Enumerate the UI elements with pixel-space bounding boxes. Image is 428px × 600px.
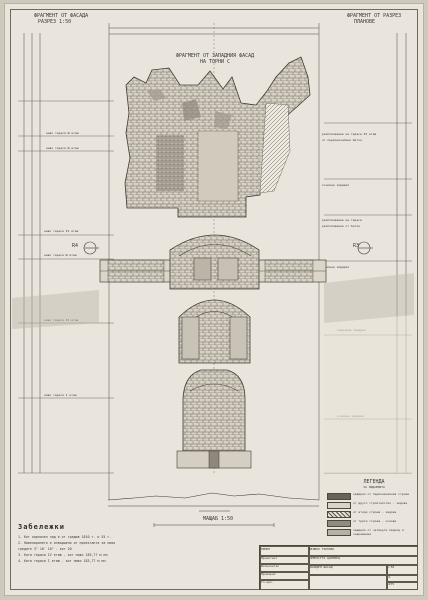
left-label-2: ниво тераса Ш етаж [46, 146, 79, 150]
left-dimension-lines [18, 33, 114, 474]
title-block-project: ВЕЛИКО ТЪРНОВО [308, 546, 418, 557]
top-left-note-line-1: ФРАГМЕНТ ОТ ФАСАДА [34, 13, 89, 19]
left-label-4: ниво тераса Ш етаж [44, 253, 77, 257]
scale-caption: МАЩАБ 1:50 [202, 516, 234, 522]
dome-chamber-3 [176, 369, 252, 469]
drawing-sheet: ФРАГМЕНТ ОТ ФАСАДА РАЗРЕЗ 1:50 ФРАГМЕНТ … [4, 3, 424, 596]
right-label-5: разположение от бетон [322, 224, 360, 228]
left-label-1: ниво тераса Ш етаж [46, 131, 79, 135]
title-block-sheet-no: 11 [386, 574, 418, 583]
title-block: НИПКП ВЕЛИКО ТЪРНОВО КРЕПОСТТА ЦАРЕВЕЦ З… [259, 545, 418, 590]
note-5: 4. Кота тераса I етаж - кот ниво 183,77 … [18, 559, 106, 563]
legend-row: от трети строеж - основи [327, 519, 421, 528]
note-3: гредите 3° 16' 10" - кот 20 [18, 547, 72, 551]
title-block-sheet-name: ЗАПАДЕН ФАСАД [308, 564, 388, 576]
section-markers [83, 241, 373, 255]
note-4: 3. Кота тераса IV етаж - кот ниво 183,77… [18, 553, 108, 557]
legend-row: от друго строителство - зидове [327, 501, 421, 510]
legend-text: от трети строеж - основи [353, 519, 397, 523]
title-block-role: Гл.арх. [260, 579, 310, 590]
left-label-3: ниво тераса IV етаж [44, 229, 79, 233]
left-label-6: ниво тераса I етаж [44, 393, 77, 397]
legend-swatch [327, 511, 351, 518]
legend-swatch [327, 493, 351, 500]
legend-text: зидария от първоначалния строеж [353, 492, 409, 496]
ground-profile [107, 492, 320, 512]
title-block-org: НИПКП [260, 546, 310, 557]
marker-r3: R3 [353, 243, 360, 249]
right-label-4: разположение на тераса [322, 218, 362, 222]
dome-chamber-2 [178, 299, 251, 364]
title-block-role: Изпълнител [260, 563, 310, 573]
legend-row: зидария от първоначалния строеж [327, 492, 421, 501]
legend-swatch [327, 529, 351, 536]
legend-row: зидария от четвърти период и съвременни [327, 528, 421, 537]
title-block-role: Проверил [260, 571, 310, 581]
legend-title-line-1: ЛЕГЕНДА [363, 479, 385, 485]
ruin-upper [124, 56, 311, 218]
drawing-title-line-2: НА ТОРНИ С [199, 59, 231, 65]
note-1: 1. Кот кирпичен зид е от градеж 1810 г. … [18, 535, 112, 539]
legend-title-line-2: ЗА ЗИДАРИЯТА [363, 485, 385, 489]
right-label-6: основна зидария [322, 265, 350, 269]
legend-text: от друго строителство - зидове [353, 501, 408, 505]
legend-text: от втори строеж - зидове [353, 510, 397, 514]
top-right-note-line-1: ФРАГМЕНТ ОТ РАЗРЕЗ [347, 13, 402, 19]
right-label-1: разположение на тераса IV етаж [322, 132, 377, 136]
marker-r4: R4 [72, 243, 79, 249]
title-block-role: Проектант [260, 555, 310, 565]
title-block-year: 1975 [386, 581, 418, 590]
drawing-title-line-1: ФРАГМЕНТ ОТ ЗАПАДНИЯ ФАСАД [175, 53, 255, 59]
top-left-note-line-2: РАЗРЕЗ 1:50 [38, 19, 72, 25]
legend-swatch [327, 502, 351, 509]
scale-bar [153, 523, 275, 527]
terrain-shading [12, 273, 414, 473]
title-block-scale: 1:50 [386, 564, 418, 576]
legend: зидария от първоначалния строеж от друго… [327, 492, 421, 548]
legend-text: зидария от четвърти период и съвременни [353, 528, 404, 536]
architectural-drawing [12, 23, 414, 527]
drawing-frame [10, 9, 418, 590]
right-label-3: основна зидария [322, 183, 350, 187]
title-block-sign-area [308, 574, 388, 590]
title-block-object: КРЕПОСТТА ЦАРЕВЕЦ [308, 555, 418, 566]
legend-row: от втори строеж - зидове [327, 510, 421, 519]
notes-list: 1. Кот кирпичен зид е от градеж 1810 г. … [18, 534, 160, 564]
right-label-2: от първоначалния бетон [322, 138, 362, 142]
dome-chamber-1 [169, 234, 260, 290]
note-2: 2. Нивелирането е извършено от проектант… [18, 541, 116, 545]
notes-title: Забележки [18, 523, 65, 531]
top-right-note-line-2: ПЛАНОВЕ [354, 19, 376, 25]
legend-swatch [327, 520, 351, 527]
left-label-5: ниво тераса II етаж [44, 318, 79, 322]
